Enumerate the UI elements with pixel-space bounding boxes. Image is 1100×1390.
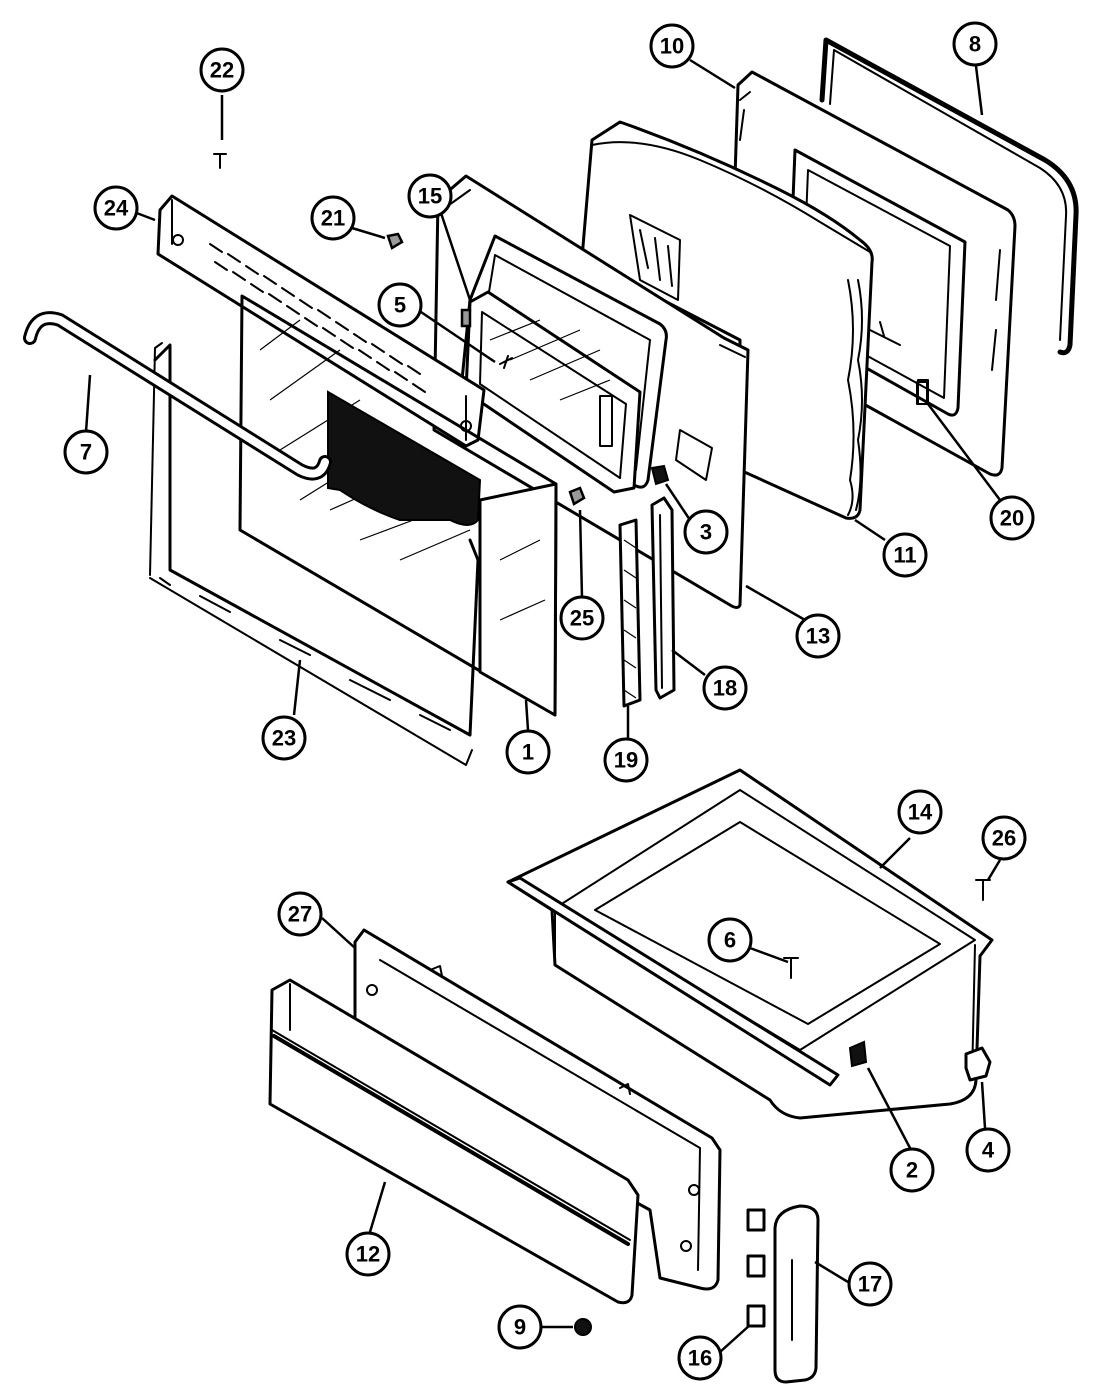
part-insulation <box>580 120 874 520</box>
part-door-glass <box>238 294 558 717</box>
callout-label: 11 <box>893 543 916 568</box>
callout-label: 13 <box>806 624 830 649</box>
part-drawer-frame <box>353 928 722 1291</box>
part-clip <box>650 464 670 486</box>
callout-label: 18 <box>713 676 737 701</box>
callout-label: 12 <box>356 1242 380 1267</box>
callout-22: 22 <box>199 47 245 93</box>
part-bumper <box>964 1046 992 1082</box>
callout-27: 27 <box>277 891 323 937</box>
callout-label: 27 <box>288 902 312 927</box>
callout-label: 22 <box>210 58 234 83</box>
callout-label: 23 <box>272 726 296 751</box>
callout-24: 24 <box>93 185 139 231</box>
callout-16: 16 <box>677 1335 723 1381</box>
part-drawer-front <box>268 978 640 1305</box>
callout-12: 12 <box>345 1231 391 1277</box>
callout-2: 2 <box>889 1147 935 1193</box>
part-side-channel <box>650 496 676 700</box>
part-clips <box>746 1208 766 1328</box>
callout-label: 7 <box>80 440 92 465</box>
callout-label: 1 <box>522 740 534 765</box>
callout-label: 14 <box>908 800 933 825</box>
callout-3: 3 <box>683 509 729 555</box>
callout-10: 10 <box>649 23 695 69</box>
callout-label: 25 <box>570 606 594 631</box>
leader-lines <box>84 57 1002 1353</box>
callout-15: 15 <box>407 173 453 219</box>
callout-17: 17 <box>847 1261 893 1307</box>
callout-label: 9 <box>514 1315 526 1340</box>
callout-19: 19 <box>603 737 649 783</box>
part-foam-strip <box>618 518 642 708</box>
callout-label: 8 <box>969 32 981 57</box>
callout-25: 25 <box>559 595 605 641</box>
part-small-fasteners <box>213 153 586 506</box>
callout-label: 3 <box>700 520 712 545</box>
callout-label: 10 <box>660 34 684 59</box>
callout-6: 6 <box>707 917 753 963</box>
callout-13: 13 <box>795 613 841 659</box>
part-door-gasket <box>819 37 1079 356</box>
part-hinge-slot <box>917 379 929 405</box>
part-vent-duct <box>460 234 668 494</box>
callout-4: 4 <box>965 1127 1011 1173</box>
callout-label: 6 <box>724 928 736 953</box>
callout-20: 20 <box>989 495 1035 541</box>
callout-label: 2 <box>906 1158 918 1183</box>
callout-label: 17 <box>858 1272 882 1297</box>
part-screws-small <box>783 879 991 979</box>
callout-label: 26 <box>992 826 1016 851</box>
callout-5: 5 <box>377 282 423 328</box>
callout-label: 24 <box>104 196 129 221</box>
callout-26: 26 <box>981 815 1027 861</box>
callout-label: 19 <box>614 748 638 773</box>
callout-label: 4 <box>982 1138 995 1163</box>
part-side-trim <box>773 1204 820 1384</box>
part-vent-trim <box>156 194 486 448</box>
part-door-frame <box>149 342 480 766</box>
callout-8: 8 <box>952 21 998 67</box>
callout-23: 23 <box>261 715 307 761</box>
callout-9: 9 <box>497 1304 543 1350</box>
callout-1: 1 <box>505 729 551 775</box>
part-screw <box>574 1318 592 1336</box>
callout-label: 20 <box>1000 506 1024 531</box>
callout-label: 16 <box>688 1346 712 1371</box>
callout-label: 21 <box>321 206 345 231</box>
callout-21: 21 <box>310 195 356 241</box>
callout-18: 18 <box>702 665 748 711</box>
callout-14: 14 <box>897 789 943 835</box>
callout-label: 15 <box>418 184 442 209</box>
callout-11: 11 <box>882 532 928 578</box>
callout-label: 5 <box>394 293 406 318</box>
part-door-handle <box>23 311 332 481</box>
callout-7: 7 <box>63 429 109 475</box>
